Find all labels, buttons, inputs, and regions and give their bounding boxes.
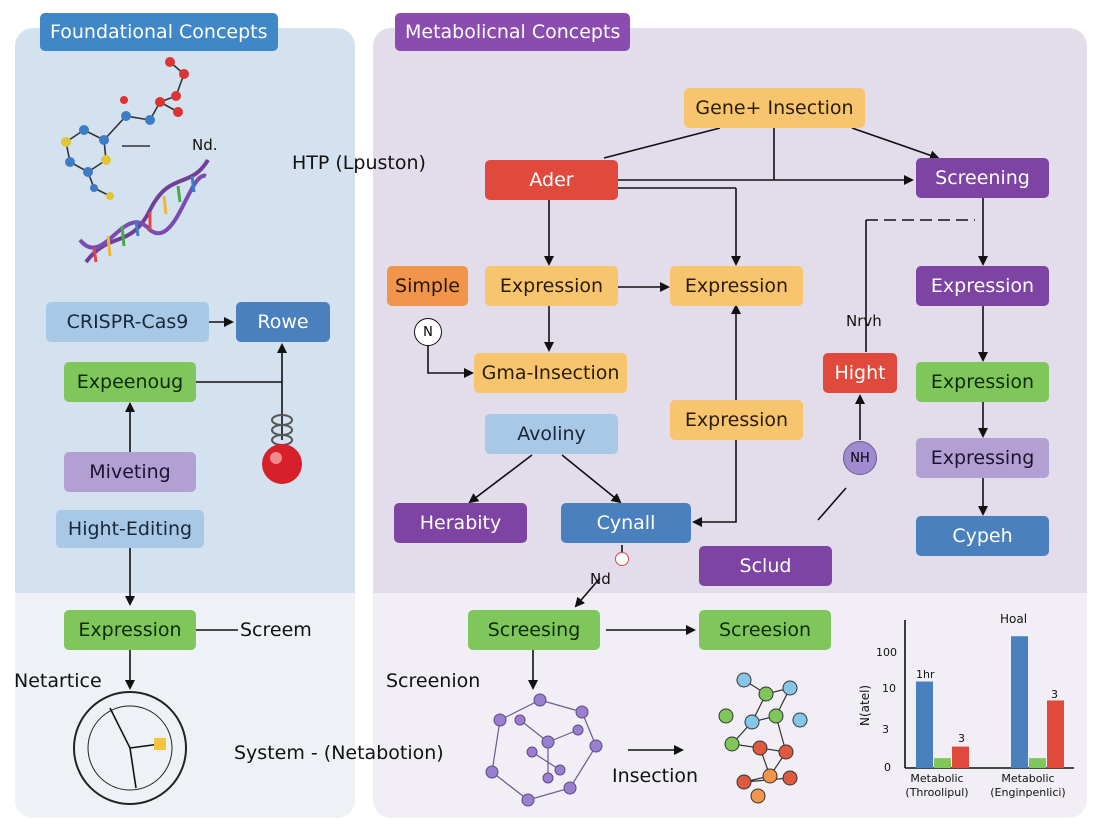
gene-insection-box[interactable]: Gene+ Insection [684, 88, 865, 128]
expression-box-left[interactable]: Expression [64, 610, 196, 650]
screening-box[interactable]: Screening [916, 158, 1049, 198]
y-tick-10: 10 [882, 682, 896, 695]
expression-box-2[interactable]: Expression [670, 266, 803, 306]
insection-label: Insection [612, 765, 699, 787]
miveting-box[interactable]: Miveting [64, 452, 196, 492]
n-circle: N [414, 318, 442, 346]
small-node-icon [615, 552, 629, 566]
x-category-2: Metabolic (Enginpenlici) [990, 772, 1066, 799]
htp-label: HTP (Lpuston) [292, 152, 426, 174]
screesing-box[interactable]: Screesing [468, 610, 600, 650]
sclud-box[interactable]: Sclud [699, 546, 832, 586]
cynall-box[interactable]: Cynall [561, 503, 691, 543]
simple-box[interactable]: Simple [387, 266, 468, 306]
nh-circle: NH [843, 441, 877, 475]
metabolic-header: Metabolicnal Concepts [395, 13, 631, 51]
system-label: System - (Netabotion) [234, 742, 444, 764]
bar-0-1 [934, 758, 951, 768]
rowe-box[interactable]: Rowe [236, 302, 330, 342]
expressing-box[interactable]: Expressing [916, 438, 1049, 478]
screesion-box[interactable]: Screesion [699, 610, 831, 650]
cypeh-box[interactable]: Cypeh [916, 516, 1049, 556]
expeenoug-box[interactable]: Expeenoug [64, 362, 196, 402]
crispr-box[interactable]: CRISPR-Cas9 [46, 302, 209, 342]
y-tick-100: 100 [876, 646, 897, 659]
netartice-label: Netartice [14, 670, 102, 692]
y-tick-0: 0 [884, 761, 891, 774]
expression-box-mid[interactable]: Expression [670, 400, 803, 440]
data-label-3b: 3 [1051, 688, 1058, 701]
expression-box-right-2[interactable]: Expression [916, 362, 1049, 402]
chart-title: Hoal [1000, 612, 1028, 626]
gma-insection-box[interactable]: Gma-Insection [474, 353, 627, 393]
chart-ylabel: N(atel) [858, 684, 872, 726]
hight-editing-box[interactable]: Hight-Editing [56, 510, 204, 548]
x-category-1: Metabolic (Throolipul) [905, 772, 969, 799]
herabity-box[interactable]: Herabity [394, 503, 527, 543]
nrvh-label: Nrvh [846, 312, 882, 330]
foundational-header: Foundational Concepts [40, 13, 278, 51]
screem-label: Screem [240, 619, 312, 641]
bar-0-2 [952, 746, 969, 768]
molecule-label: Nd. [192, 136, 218, 154]
expression-box-1[interactable]: Expression [485, 266, 618, 306]
chart-bars [916, 636, 1064, 768]
bar-0-0 [916, 681, 933, 768]
data-label-1hr: 1hr [916, 668, 935, 681]
hight-box[interactable]: Hight [823, 353, 897, 393]
bar-1-1 [1029, 758, 1046, 768]
nd-label: Nd [590, 570, 611, 588]
screenion-label: Screenion [386, 670, 481, 692]
avoliny-box[interactable]: Avoliny [485, 414, 618, 454]
bar-1-2 [1047, 700, 1064, 768]
bar-1-0 [1011, 636, 1028, 768]
ader-box[interactable]: Ader [485, 160, 618, 200]
expression-box-right-1[interactable]: Expression [916, 266, 1049, 306]
y-tick-3: 3 [882, 723, 889, 736]
data-label-3a: 3 [958, 732, 965, 745]
